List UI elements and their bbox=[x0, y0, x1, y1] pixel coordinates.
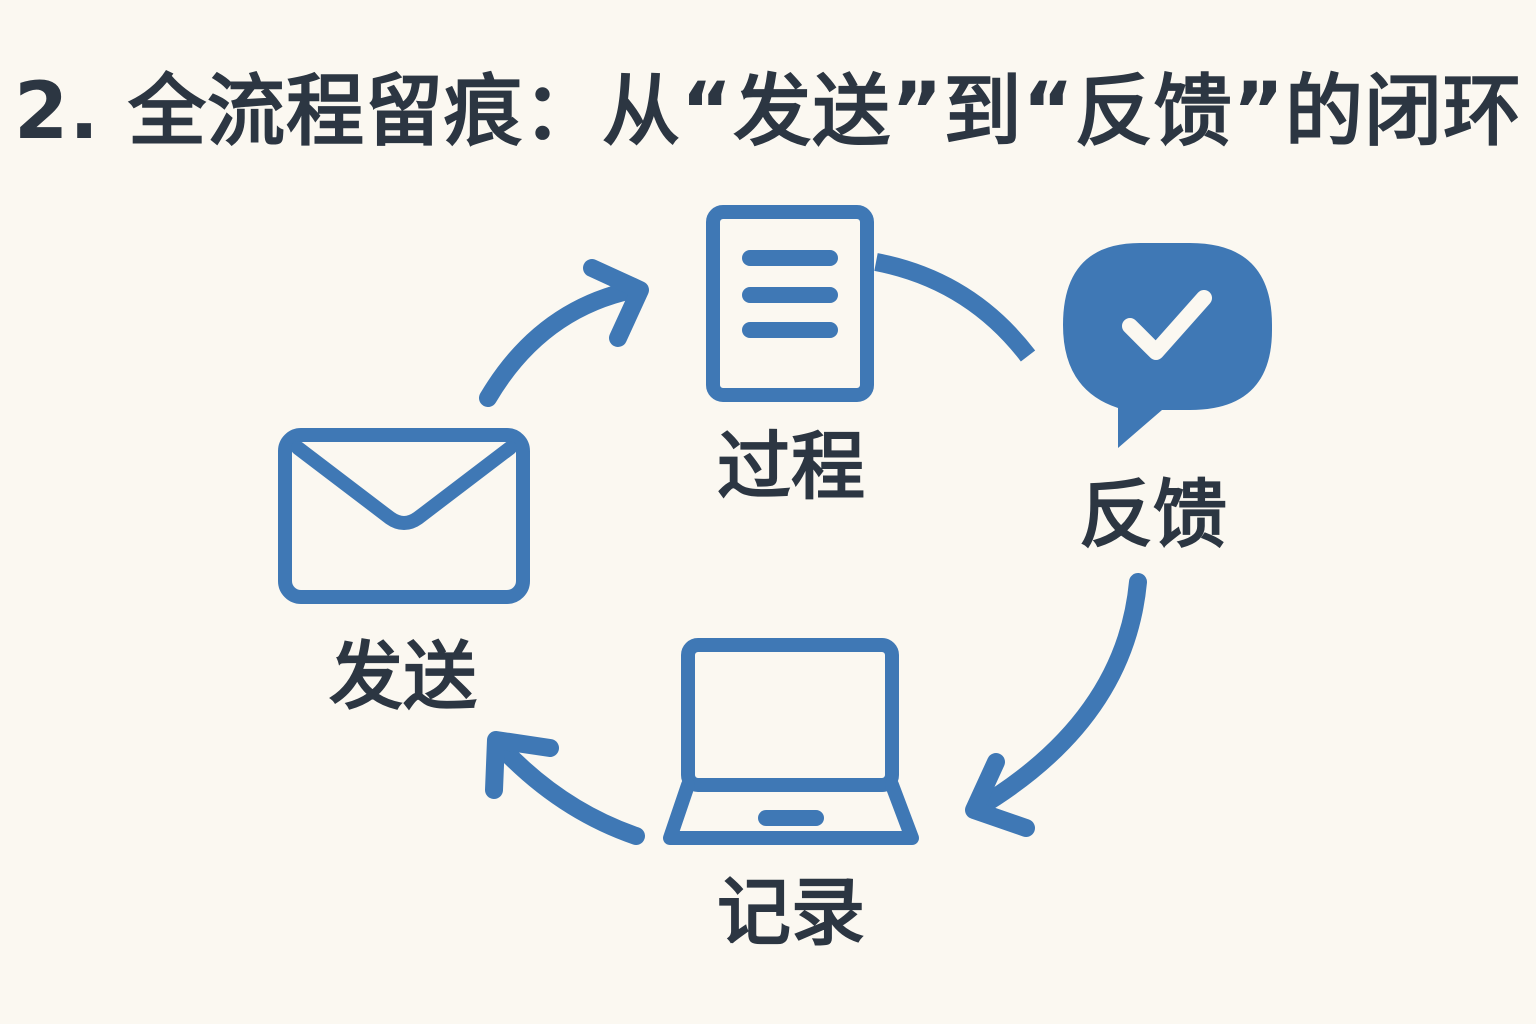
arrow-send-to-process bbox=[479, 259, 649, 407]
node-label-send: 发送 bbox=[329, 634, 477, 720]
envelope-icon bbox=[278, 428, 530, 604]
page-title: 2. 全流程留痕：从“发送”到“反馈”的闭环 bbox=[13, 67, 1523, 157]
arrow-process-to-feedback bbox=[874, 253, 1036, 362]
laptop-icon bbox=[663, 638, 919, 845]
chat-check-icon bbox=[1063, 243, 1272, 448]
node-label-record: 记录 bbox=[717, 870, 865, 956]
arrow-feedback-to-record bbox=[965, 573, 1147, 837]
node-label-process: 过程 bbox=[717, 424, 865, 510]
document-icon bbox=[706, 205, 874, 402]
node-label-feedback: 反馈 bbox=[1079, 472, 1227, 558]
arrow-record-to-send bbox=[485, 731, 645, 845]
